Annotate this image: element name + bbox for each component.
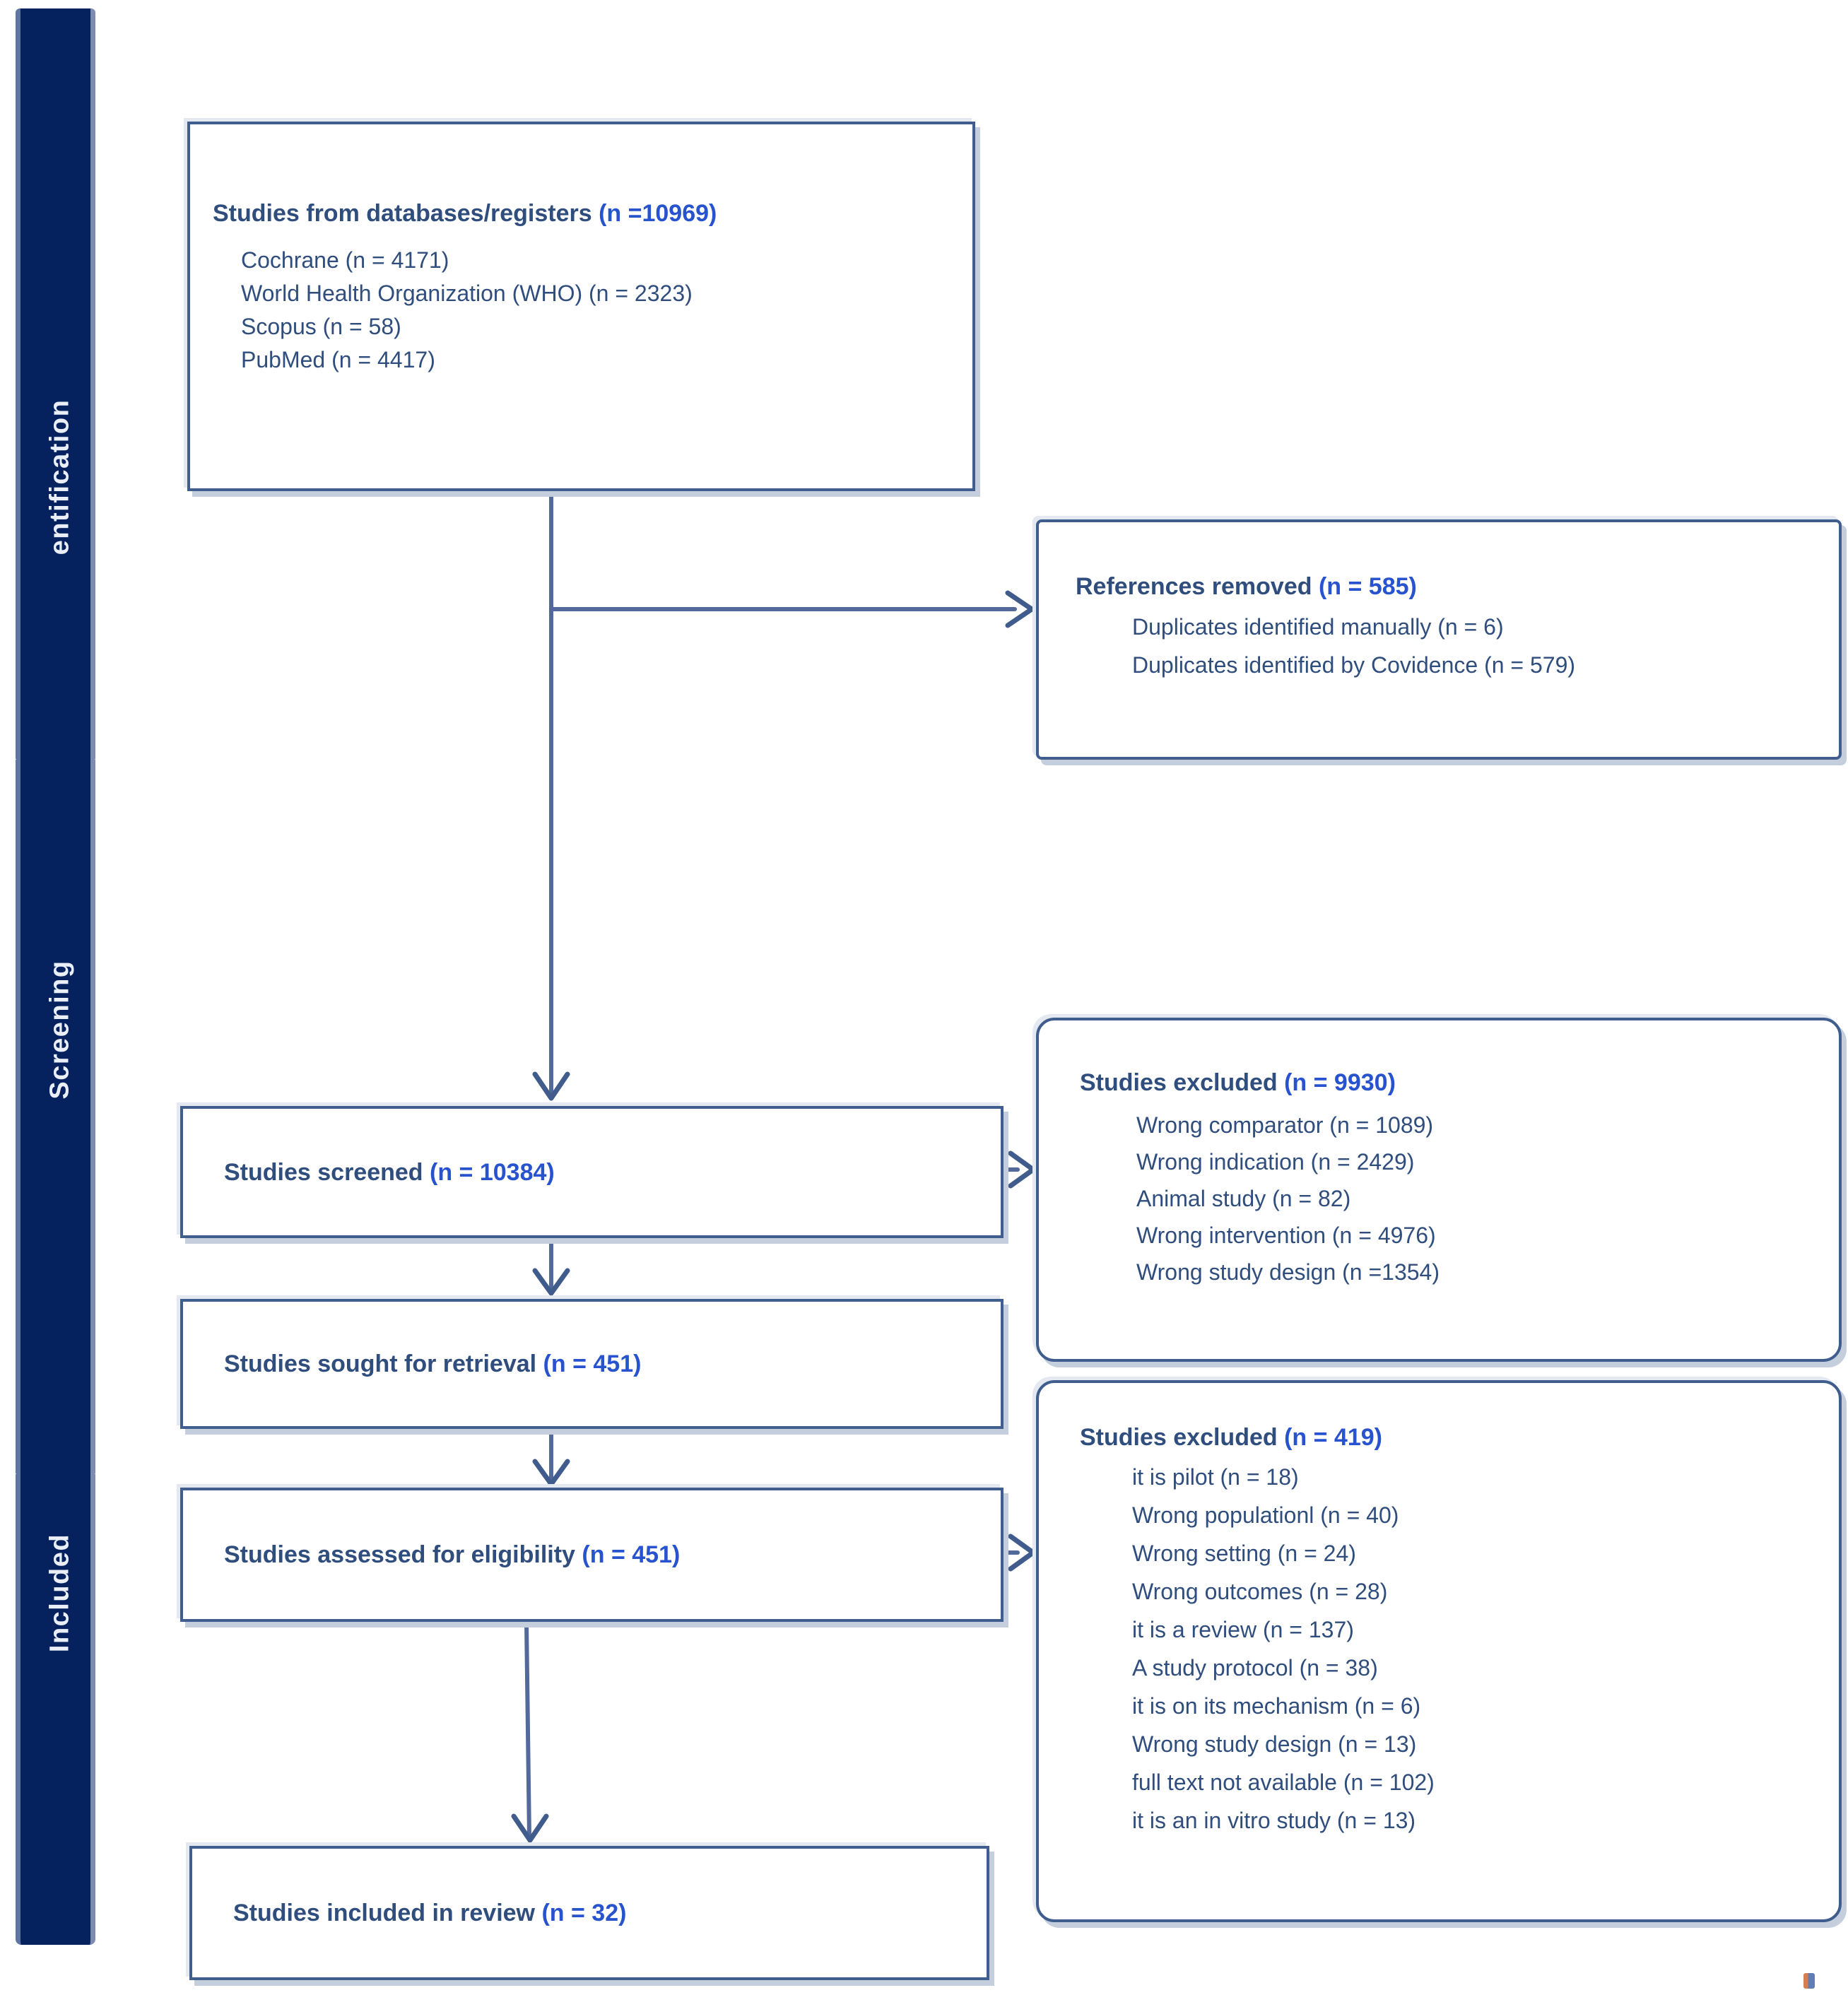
box-title: Studies included in review (n = 32): [233, 1899, 626, 1927]
box-references-removed: References removed (n = 585) Duplicates …: [1036, 519, 1842, 760]
title-n-value: (n = 451): [543, 1350, 642, 1377]
sidebar-label-identification: entification: [45, 399, 75, 555]
list-item: Cochrane (n = 4171): [241, 247, 449, 273]
title-n-value: (n =10969): [599, 200, 717, 227]
exclusion-reason-list: it is pilot (n = 18) Wrong populationl (…: [1132, 1458, 1435, 1840]
list-item: Wrong setting (n = 24): [1132, 1541, 1356, 1566]
list-item: Wrong outcomes (n = 28): [1132, 1579, 1388, 1604]
database-source-list: Cochrane (n = 4171) World Health Organiz…: [241, 244, 693, 377]
box-title: Studies assessed for eligibility (n = 45…: [224, 1541, 680, 1569]
sidebar-label-included: Included: [45, 1533, 75, 1653]
title-text: References removed: [1076, 573, 1319, 600]
title-text: Studies screened: [224, 1158, 430, 1186]
box-title: References removed (n = 585): [1076, 572, 1417, 601]
list-item: PubMed (n = 4417): [241, 347, 435, 372]
box-studies-screened: Studies screened (n = 10384): [180, 1106, 1004, 1238]
title-n-value: (n = 10384): [430, 1158, 555, 1186]
list-item: it is pilot (n = 18): [1132, 1464, 1299, 1490]
title-n-value: (n = 32): [541, 1900, 627, 1926]
jpeg-artifact-mark: [1803, 1973, 1815, 1989]
list-item: Wrong study design (n =1354): [1136, 1259, 1440, 1285]
list-item: it is on its mechanism (n = 6): [1132, 1693, 1421, 1719]
box-title: Studies screened (n = 10384): [224, 1158, 555, 1187]
title-text: Studies from databases/registers: [213, 200, 599, 227]
box-title: Studies excluded (n = 419): [1080, 1423, 1382, 1452]
arrow-screened-to-sought: [532, 1239, 570, 1296]
arrow-assessed-to-excluded: [1004, 1534, 1036, 1572]
list-item: Wrong indication (n = 2429): [1136, 1149, 1415, 1175]
box-studies-from-databases: Studies from databases/registers (n =109…: [187, 122, 975, 491]
box-studies-included: Studies included in review (n = 32): [189, 1846, 989, 1980]
title-n-value: (n = 9930): [1284, 1069, 1396, 1096]
list-item: A study protocol (n = 38): [1132, 1655, 1378, 1681]
box-title: Studies from databases/registers (n =109…: [213, 199, 717, 228]
box-title: Studies excluded (n = 9930): [1080, 1069, 1396, 1097]
list-item: Wrong comparator (n = 1089): [1136, 1112, 1434, 1138]
title-n-value: (n = 451): [582, 1541, 681, 1568]
title-n-value: (n = 419): [1284, 1424, 1382, 1451]
title-text: Studies included in review: [233, 1900, 542, 1926]
box-title: Studies sought for retrieval (n = 451): [224, 1350, 641, 1378]
list-item: full text not available (n = 102): [1132, 1770, 1435, 1795]
list-item: Wrong populationl (n = 40): [1132, 1502, 1399, 1528]
title-text: Studies excluded: [1080, 1069, 1285, 1096]
title-text: Studies sought for retrieval: [224, 1350, 543, 1377]
list-item: Duplicates identified manually (n = 6): [1132, 614, 1504, 640]
list-item: it is an in vitro study (n = 13): [1132, 1808, 1416, 1833]
box-studies-excluded-eligibility: Studies excluded (n = 419) it is pilot (…: [1036, 1380, 1842, 1922]
exclusion-reason-list: Wrong comparator (n = 1089) Wrong indica…: [1136, 1107, 1440, 1290]
sidebar-bar-identification: [16, 8, 95, 760]
title-text: Studies excluded: [1080, 1424, 1285, 1451]
title-text: Studies assessed for eligibility: [224, 1541, 582, 1568]
arrow-databases-to-screened: [532, 490, 570, 1101]
list-item: Duplicates identified by Covidence (n = …: [1132, 652, 1576, 678]
arrow-screened-to-excluded: [1004, 1150, 1036, 1189]
title-n-value: (n = 585): [1318, 573, 1417, 600]
list-item: it is a review (n = 137): [1132, 1617, 1354, 1642]
sidebar-label-screening: Screening: [45, 960, 75, 1100]
list-item: Scopus (n = 58): [241, 314, 401, 339]
sidebar-bar-screening: [16, 760, 95, 1473]
box-studies-excluded-screening: Studies excluded (n = 9930) Wrong compar…: [1036, 1018, 1842, 1362]
list-item: Wrong study design (n = 13): [1132, 1731, 1417, 1757]
list-item: Animal study (n = 82): [1136, 1186, 1351, 1211]
duplicates-list: Duplicates identified manually (n = 6) D…: [1132, 608, 1575, 684]
arrow-sought-to-assessed: [532, 1430, 570, 1487]
arrow-branch-to-references-removed: [549, 590, 1035, 628]
box-studies-sought: Studies sought for retrieval (n = 451): [180, 1299, 1004, 1429]
box-studies-assessed: Studies assessed for eligibility (n = 45…: [180, 1488, 1004, 1622]
list-item: Wrong intervention (n = 4976): [1136, 1223, 1436, 1248]
sidebar-bar-included: [16, 1473, 95, 1945]
list-item: World Health Organization (WHO) (n = 232…: [241, 281, 693, 306]
arrow-assessed-to-included: [511, 1623, 549, 1843]
